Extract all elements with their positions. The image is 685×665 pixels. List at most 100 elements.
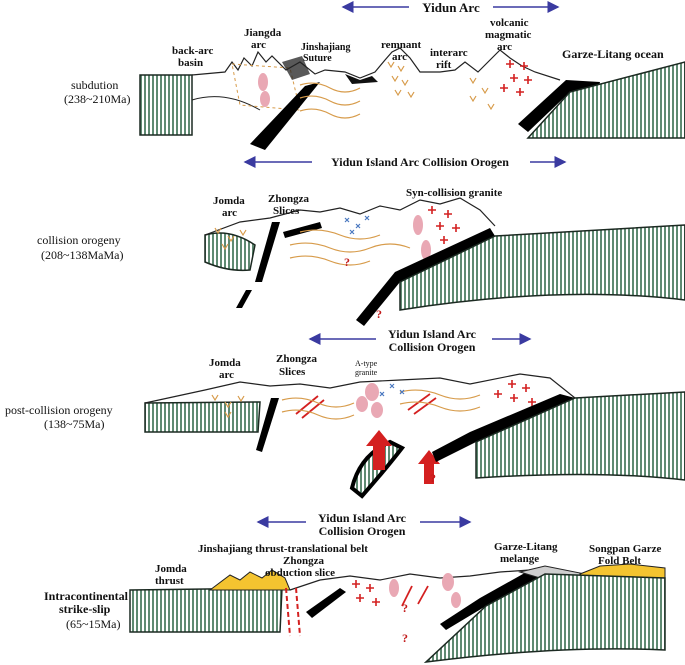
upwelling-arrow: [366, 430, 392, 470]
surface-profile: [204, 197, 496, 236]
zhongza-label-line2: Slices: [279, 366, 306, 378]
jomda-label-line1: Jomda: [155, 563, 187, 575]
jiangda-label-line2: arc: [251, 39, 266, 51]
jinshajiang-belt-label: Jinshajiang thrust-translational belt: [198, 543, 368, 555]
panel-strike-slip: Yidun Island Arc Collision Orogen ? ? Ji…: [44, 510, 666, 664]
stage-age-strike-slip: (65~15Ma): [66, 617, 120, 631]
a-type-granite-body: [365, 383, 379, 401]
stage-age-collision: (208~138MaMa): [41, 248, 123, 262]
volcanic-arc-vees: [469, 77, 495, 111]
question-mark: ?: [402, 601, 408, 615]
zhongza-label-line1: Zhongza: [268, 193, 309, 205]
granite-body: [389, 579, 399, 597]
subducting-slab-west: [250, 82, 320, 150]
stage-label-intracontinental: Intracontinental: [44, 589, 129, 603]
granite-body: [421, 240, 431, 260]
back-arc-label-line2: basin: [178, 57, 203, 69]
interarc-label-line1: interarc: [430, 47, 468, 59]
remnant-label-line1: remnant: [381, 39, 421, 51]
question-mark: ?: [430, 471, 436, 485]
left-crust-block: [139, 74, 193, 136]
jomda-label-line1: Jomda: [213, 195, 245, 207]
subducting-slab: [440, 570, 545, 630]
syn-collision-label: Syn-collision granite: [406, 187, 502, 199]
jinshajiang-suture-fill: [282, 56, 310, 80]
zhongza-obduction-slab: [306, 588, 346, 618]
back-arc-label-line1: back-arc: [172, 45, 213, 57]
question-mark: ?: [344, 255, 350, 269]
stage-label-subduction: subdution: [71, 78, 118, 92]
stage-age-subduction: (238~210Ma): [64, 92, 130, 106]
jomda-label-line1: Jomda: [209, 357, 241, 369]
songpan-label-line1: Songpan Garze: [589, 543, 662, 555]
ocean-label: Garze-Litang ocean: [562, 47, 664, 61]
left-crust-block: [129, 587, 283, 633]
blue-metamorphic-symbols: [379, 383, 405, 397]
yidun-arc-label: Yidun Arc: [422, 0, 480, 15]
interarc-rift-blocks: [345, 74, 378, 84]
volcanic-label-line3: arc: [497, 41, 512, 53]
granite-crosses: [352, 580, 380, 606]
zhongza-label-line2: obduction slice: [265, 567, 335, 579]
zhongza-slab-fragment: [236, 290, 252, 308]
granite-body: [451, 592, 461, 608]
surface-profile: [191, 47, 561, 81]
remnant-label-line2: arc: [392, 51, 407, 63]
jinshajiang-label-line2: Suture: [303, 53, 332, 64]
jomda-label-line2: thrust: [155, 575, 184, 587]
granite-body: [260, 91, 270, 107]
remnant-arc-volcanics: [387, 61, 415, 99]
orogen-label-3-line2: Collision Orogen: [389, 340, 476, 354]
garze-label-line1: Garze-Litang: [494, 541, 558, 553]
interarc-label-line2: rift: [436, 59, 452, 71]
zhongza-label-line2: Slices: [273, 205, 300, 217]
stage-label-strike-slip: strike-slip: [59, 602, 111, 616]
zhongza-label-line1: Zhongza: [283, 555, 324, 567]
red-thrust-lines: [401, 585, 429, 607]
surface-profile: [289, 569, 531, 591]
jomda-label-line2: arc: [219, 369, 234, 381]
blue-metamorphic-symbols: [344, 215, 370, 235]
jiangda-label-line1: Jiangda: [244, 27, 282, 39]
zhongza-label-line1: Zhongza: [276, 353, 317, 365]
back-arc-basin-bottom: [191, 96, 261, 111]
panel-post-collision: Yidun Island Arc Collision Orogen ? Jomd…: [5, 326, 685, 499]
volcanic-arc-crosses: [500, 60, 532, 96]
left-crust-block: [204, 232, 256, 272]
center-wavy-sediment: [299, 82, 361, 119]
jiangda-arc-sediment: [231, 63, 301, 111]
stage-label-post-collision: post-collision orogeny: [5, 403, 113, 417]
syn-collision-crosses: [428, 206, 460, 244]
granite-body: [442, 573, 454, 591]
a-type-granite-body: [356, 396, 368, 412]
left-crust-block: [144, 401, 261, 433]
stage-age-post-collision: (138~75Ma): [44, 417, 104, 431]
a-type-label-line2: granite: [355, 368, 378, 377]
upwelling-arrow: [418, 450, 440, 484]
right-crust-block: [423, 573, 666, 664]
panel-subduction: Yidun Arc: [64, 0, 685, 150]
orogen-label-4-line2: Collision Orogen: [319, 524, 406, 538]
right-crust-block: [526, 61, 685, 139]
red-strike-slip-fault: [285, 587, 301, 637]
wavy-sediment: [214, 227, 411, 266]
thrust-slice: [283, 222, 322, 238]
zhongza-slab: [256, 398, 279, 452]
question-mark: ?: [402, 631, 408, 645]
songpan-label-line2: Fold Belt: [598, 555, 641, 567]
orogen-label-2: Yidun Island Arc Collision Orogen: [331, 155, 509, 169]
volcanic-label-line1: volcanic: [490, 17, 529, 29]
question-mark: ?: [376, 307, 382, 321]
zhongza-slab: [255, 222, 280, 282]
jomda-thrust-fold: [208, 569, 291, 591]
wavy-sediment: [211, 389, 481, 420]
stage-label-collision: collision orogeny: [37, 233, 121, 247]
orogen-label-4-line1: Yidun Island Arc: [318, 511, 407, 525]
red-thrust-lines: [295, 393, 437, 419]
jomda-label-line2: arc: [222, 207, 237, 219]
a-type-label-line1: A-type: [355, 359, 378, 368]
a-type-granite-body: [371, 402, 383, 418]
jinshajiang-label-line1: Jinshajiang: [301, 42, 350, 53]
subducting-slab: [432, 394, 575, 462]
